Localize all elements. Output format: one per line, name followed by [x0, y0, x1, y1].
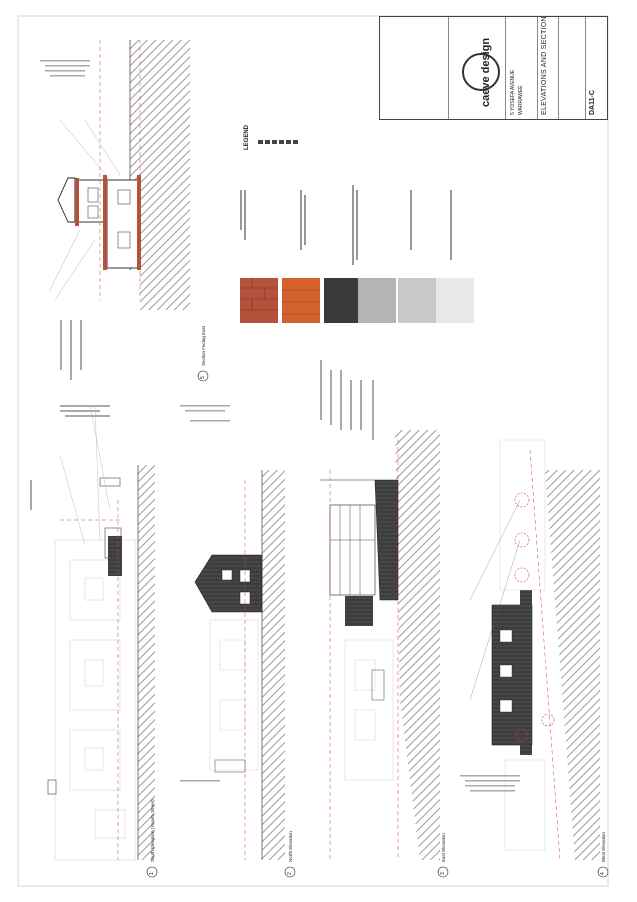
firm-name: caeve design — [480, 37, 492, 107]
firm-logo — [462, 53, 500, 91]
view-markers — [146, 370, 609, 878]
view-label-3: East Elevation — [441, 833, 446, 862]
project-suburb: WARRAWEE — [518, 85, 524, 115]
legend-heading: LEGEND — [244, 124, 250, 150]
north-elevation — [180, 405, 285, 860]
swatch-brick — [240, 278, 278, 323]
view-label-2: North Elevation — [288, 831, 293, 862]
swatch-grey-mid — [358, 278, 396, 323]
drawing-number: DA11-C — [589, 90, 596, 115]
view-number-1: 1 — [149, 872, 155, 875]
swatch-tile — [282, 278, 320, 323]
view-label-1: South Elevation (Yosefa Street) — [150, 799, 155, 862]
east-elevation — [320, 360, 440, 860]
view-number-2: 2 — [287, 872, 293, 875]
view-number-5: 5 — [200, 376, 206, 379]
west-elevation — [460, 439, 600, 861]
swatch-grey-light — [398, 278, 436, 323]
swatch-charcoal — [324, 278, 362, 323]
drawing-title: ELEVATIONS AND SECTION — [541, 16, 548, 115]
title-block: caeve design 5 YOSEFA AVENUE WARRAWEE EL… — [379, 16, 608, 120]
south-elevation — [30, 404, 155, 861]
project-address: 5 YOSEFA AVENUE — [510, 69, 516, 115]
swatch-grey-pale — [436, 278, 474, 323]
view-number-3: 3 — [440, 872, 446, 875]
section-facing-east — [40, 40, 190, 380]
sheet-border — [17, 15, 609, 887]
view-number-4: 4 — [600, 872, 606, 875]
materials-legend — [240, 140, 474, 323]
view-label-5: Section Facing East — [201, 325, 206, 366]
view-label-4: West Elevation — [601, 832, 606, 862]
